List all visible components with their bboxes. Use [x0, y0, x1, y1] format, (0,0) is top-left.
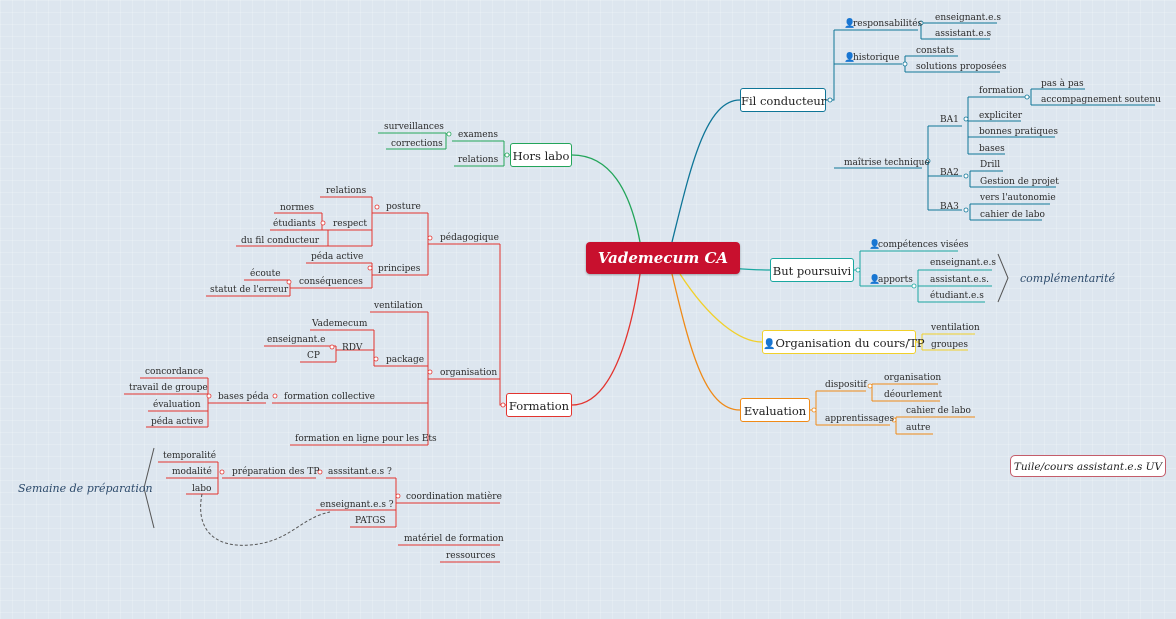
fil-ba1-bases[interactable]: bases [979, 144, 1005, 154]
but-apports-assistants[interactable]: assistant.e.s. [930, 275, 989, 285]
topic-hors-labo[interactable]: Hors labo [510, 143, 572, 167]
formation-materiel[interactable]: matériel de formation [404, 533, 504, 544]
summary-semaine-preparation[interactable]: Semaine de préparation [18, 482, 153, 495]
formation-ecoute[interactable]: écoute [250, 268, 281, 279]
formation-modalite[interactable]: modalité [172, 466, 212, 477]
eval-dispositif[interactable]: dispositif [825, 380, 867, 390]
but-apports-enseignants[interactable]: enseignant.e.s [930, 258, 996, 268]
formation-rdv-enseignant[interactable]: enseignant.e [267, 335, 325, 345]
but-competences[interactable]: compétences visées [878, 239, 969, 250]
relation-dashed [200, 493, 331, 546]
hors-surveillances[interactable]: surveillances [384, 122, 444, 132]
hors-examens[interactable]: examens [458, 130, 498, 140]
formation-patgs[interactable]: PATGS [355, 516, 386, 526]
hors-corrections[interactable]: corrections [391, 139, 443, 149]
formation-rdv[interactable]: RDV [342, 343, 363, 353]
branch-orga [679, 273, 763, 343]
formation-concordance[interactable]: concordance [145, 367, 203, 377]
formation-peda-active[interactable]: péda active [311, 251, 363, 262]
summary-brace-left [143, 447, 155, 529]
formation-consequences[interactable]: conséquences [299, 276, 363, 287]
formation-collective[interactable]: formation collective [284, 392, 375, 402]
formation-erreur[interactable]: statut de l'erreur [210, 285, 289, 295]
eval-autre[interactable]: autre [906, 423, 930, 433]
topic-organisation-label: Organisation du cours/TP [775, 336, 925, 350]
fil-ba3-cahier[interactable]: cahier de labo [980, 210, 1045, 220]
branch-eval [671, 273, 741, 411]
fil-hist-solutions[interactable]: solutions proposées [916, 61, 1007, 72]
fil-ba1-accompagnement[interactable]: accompagnement soutenu [1041, 95, 1161, 105]
topic-formation[interactable]: Formation [506, 393, 572, 417]
fil-resp-assistants[interactable]: assistant.e.s [935, 29, 992, 39]
person-icon: 👤 [844, 51, 855, 63]
formation-package[interactable]: package [386, 355, 424, 365]
branch-formation [571, 273, 641, 406]
floating-topic-tuile[interactable]: Tuile/cours assistant.e.s UV [1010, 455, 1166, 477]
formation-preparation[interactable]: préparation des TP [232, 466, 319, 477]
formation-respect[interactable]: respect [333, 219, 367, 229]
formation-respect-normes[interactable]: normes [280, 203, 314, 213]
formation-bases-peda-active[interactable]: péda active [151, 416, 203, 427]
fil-ba1-formation[interactable]: formation [979, 86, 1024, 96]
fil-maitrise[interactable]: maîtrise technique [844, 157, 930, 168]
formation-coordination[interactable]: coordination matière [406, 491, 502, 502]
topic-fil-conducteur[interactable]: Fil conducteur [740, 88, 826, 112]
topic-evaluation[interactable]: Evaluation [740, 398, 810, 422]
person-icon: 👤 [763, 339, 776, 350]
eval-apprentissages[interactable]: apprentissages [825, 414, 894, 424]
but-apports[interactable]: apports [878, 275, 913, 285]
orga-groupes[interactable]: groupes [931, 340, 968, 350]
hors-relations[interactable]: relations [458, 155, 499, 165]
formation-posture[interactable]: posture [386, 202, 421, 212]
fil-ba1-bonnes-pratiques[interactable]: bonnes pratiques [979, 127, 1058, 137]
fil-ba3[interactable]: BA3 [940, 202, 959, 212]
fil-resp-enseignants[interactable]: enseignant.e.s [935, 13, 1001, 23]
formation-principes[interactable]: principes [378, 264, 421, 274]
formation-rdv-cp[interactable]: CP [307, 351, 320, 361]
person-icon: 👤 [844, 17, 855, 29]
fil-ba2[interactable]: BA2 [940, 168, 959, 178]
summary-complementarite[interactable]: complémentarité [1020, 272, 1115, 285]
orga-ventilation[interactable]: ventilation [930, 323, 980, 333]
formation-vademecum[interactable]: Vademecum [311, 319, 368, 329]
formation-temporalite[interactable]: temporalité [163, 450, 216, 461]
formation-posture-fil[interactable]: du fil conducteur [241, 236, 320, 246]
formation-pedagogique[interactable]: pédagogique [440, 232, 499, 243]
summary-brace-right [997, 253, 1009, 303]
eval-organisation[interactable]: organisation [884, 373, 941, 383]
fil-historique[interactable]: historique [853, 53, 899, 63]
branch-fil [671, 99, 741, 243]
but-apports-etudiants[interactable]: étudiant.e.s [930, 290, 984, 301]
central-topic[interactable]: Vademecum CA [586, 242, 740, 274]
fil-ba1[interactable]: BA1 [940, 115, 959, 125]
formation-enseignants[interactable]: enseignant.e.s ? [320, 500, 394, 510]
formation-labo[interactable]: labo [192, 484, 211, 494]
formation-travail-groupe[interactable]: travail de groupe [129, 383, 208, 393]
person-icon: 👤 [869, 273, 880, 285]
fil-hist-constats[interactable]: constats [916, 46, 954, 56]
fil-ba1-pas-a-pas[interactable]: pas à pas [1041, 78, 1084, 89]
fil-ba3-autonomie[interactable]: vers l'autonomie [979, 193, 1056, 203]
fil-ba2-drill[interactable]: Drill [980, 160, 1000, 170]
topic-organisation[interactable]: 👤Organisation du cours/TP [762, 330, 925, 354]
formation-organisation[interactable]: organisation [440, 368, 497, 378]
formation-ressources[interactable]: ressources [446, 551, 496, 561]
eval-cahier[interactable]: cahier de labo [906, 406, 971, 416]
formation-ventilation[interactable]: ventilation [373, 301, 423, 311]
formation-assistants[interactable]: asssitant.e.s ? [328, 467, 392, 477]
eval-deroulement[interactable]: déourlement [884, 389, 942, 400]
branch-hors [571, 154, 641, 243]
fil-ba1-expliciter[interactable]: expliciter [979, 111, 1023, 121]
formation-respect-etudiants[interactable]: étudiants [273, 218, 316, 229]
formation-en-ligne[interactable]: formation en ligne pour les Ets [295, 434, 437, 444]
formation-bases-peda[interactable]: bases péda [218, 391, 269, 402]
topic-but-poursuivi[interactable]: But poursuivi [770, 258, 854, 282]
person-icon: 👤 [869, 238, 880, 250]
formation-evaluation[interactable]: évaluation [153, 399, 201, 410]
fil-ba2-gestion[interactable]: Gestion de projet [980, 177, 1059, 187]
fil-responsabilites[interactable]: responsabilités [853, 18, 923, 29]
formation-posture-relations[interactable]: relations [326, 186, 367, 196]
